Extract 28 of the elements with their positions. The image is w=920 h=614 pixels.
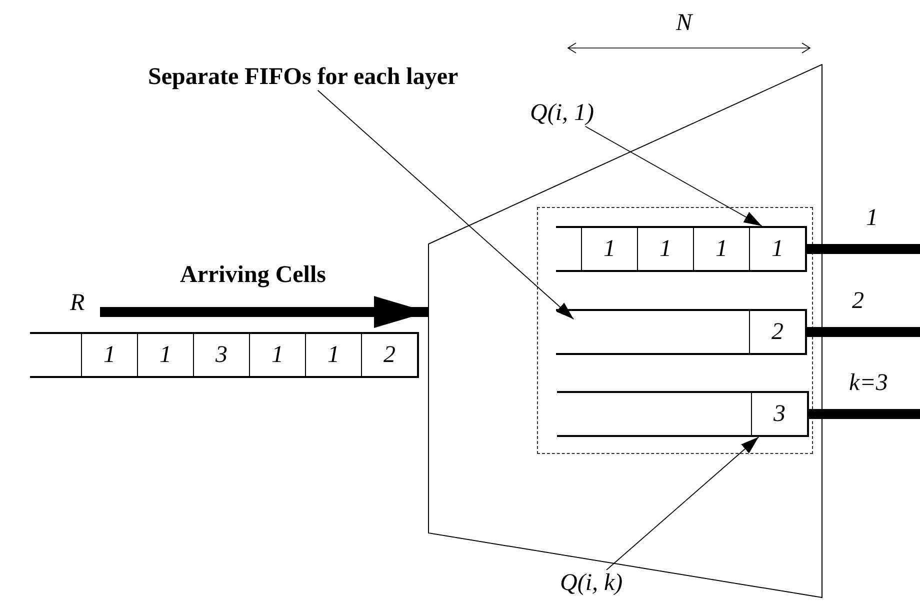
fifo-queue: [556, 226, 807, 272]
queue-cell: 1: [749, 228, 805, 270]
leader-line: [606, 436, 760, 570]
queue-cell: 1: [81, 334, 137, 376]
queue-cell: 1: [693, 228, 749, 270]
output-line: [807, 327, 920, 337]
queue-cell: 2: [749, 311, 805, 353]
output-line: [809, 409, 920, 419]
leader-line: [317, 90, 574, 320]
arrow: [100, 296, 428, 328]
queue-cell: 1: [581, 228, 637, 270]
fifo-queue: [556, 309, 807, 355]
leader-line: [584, 126, 762, 226]
annotation-text: Separate FIFOs for each layer: [148, 64, 458, 90]
queue-cell: 1: [637, 228, 693, 270]
input-queue: [30, 332, 419, 378]
annotation-text: Q(i, k): [560, 570, 623, 596]
annotation-text: Q(i, 1): [530, 100, 594, 126]
dashed-group-box: [537, 207, 813, 454]
queue-cell: 1: [137, 334, 193, 376]
queue-cell: 2: [361, 334, 417, 376]
queue-cell: 3: [751, 393, 807, 435]
edge-label: Arriving Cells: [180, 262, 326, 288]
queue-cell: 1: [249, 334, 305, 376]
fifo-queue: [557, 391, 809, 437]
queue-cell: 3: [193, 334, 249, 376]
queue-cell: 1: [305, 334, 361, 376]
output-line: [807, 244, 920, 254]
